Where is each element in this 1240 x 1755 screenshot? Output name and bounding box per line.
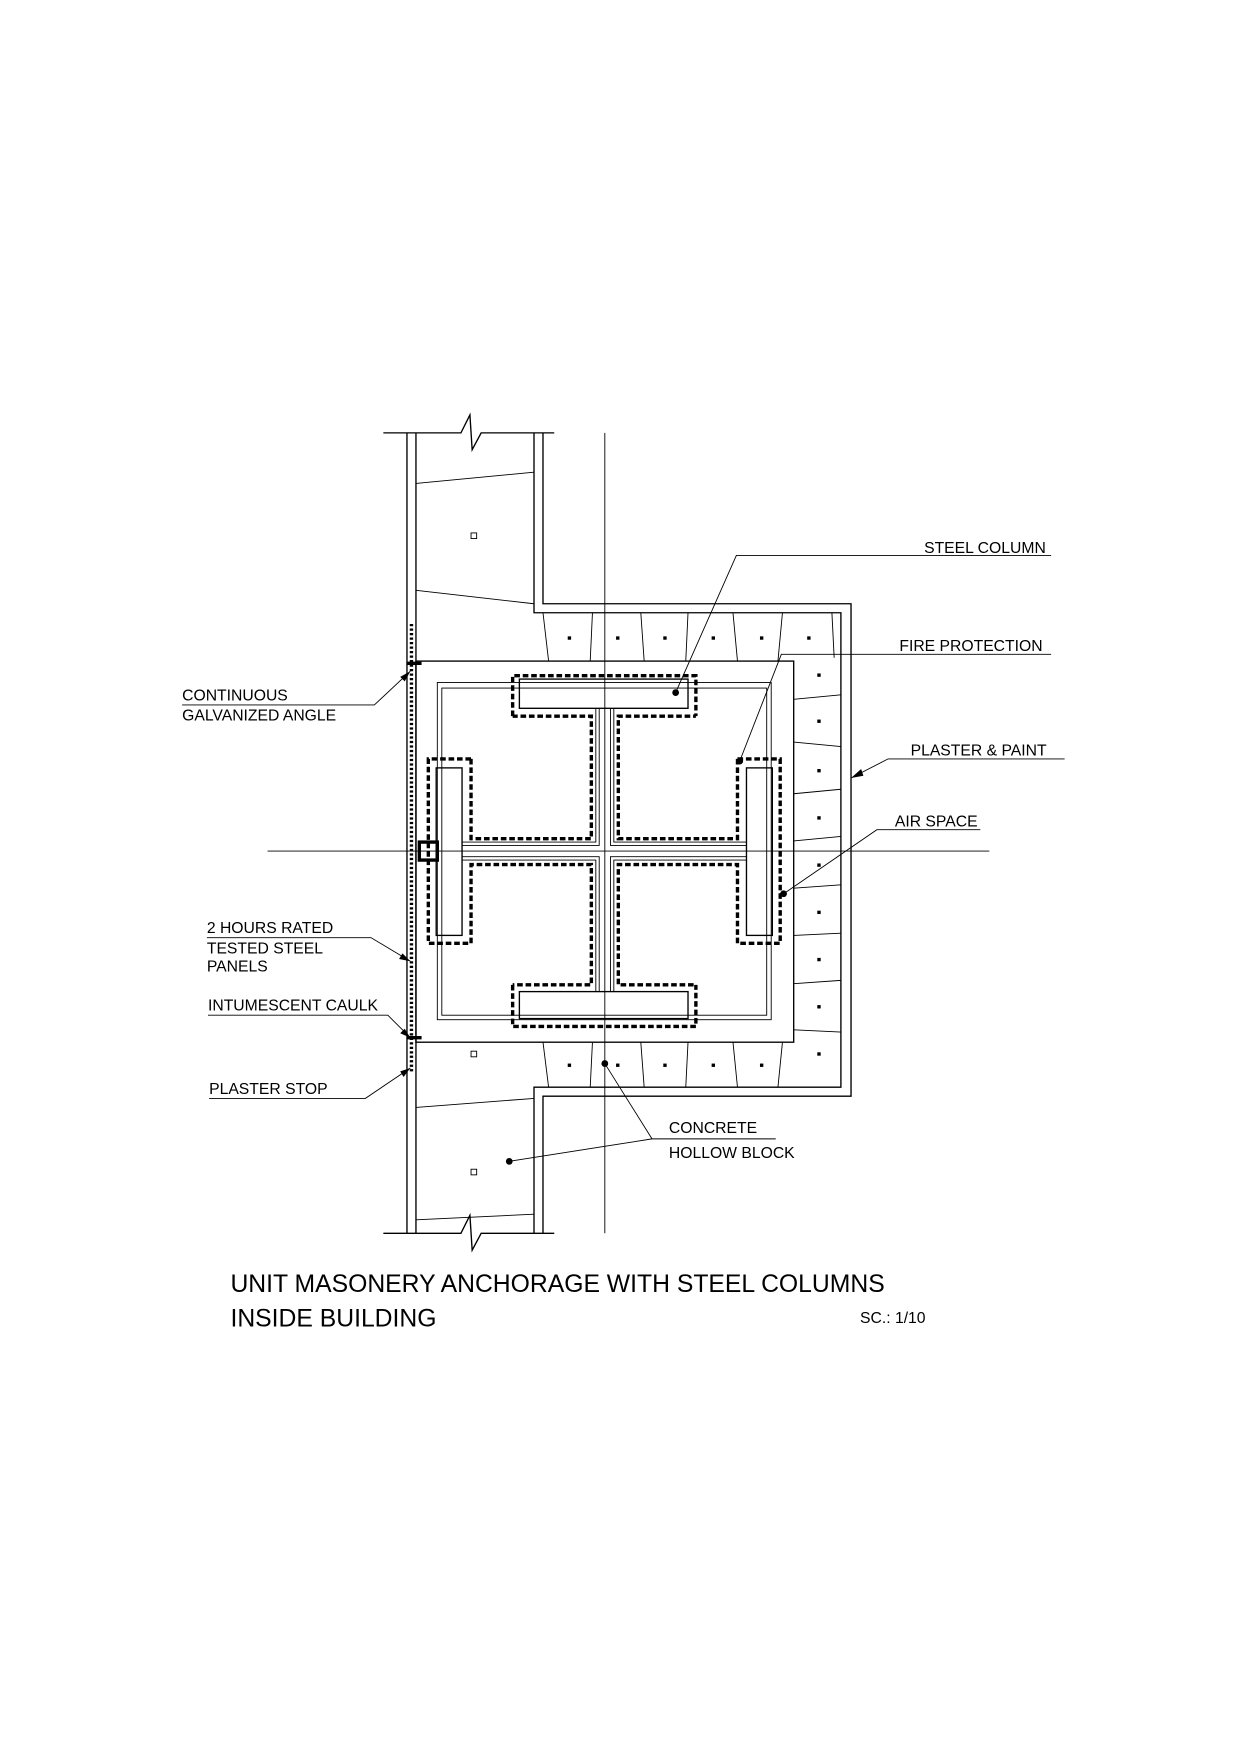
label-plaster-stop: PLASTER STOP: [209, 1081, 328, 1098]
drawing-title: UNIT MASONERY ANCHORAGE WITH STEEL COLUM…: [230, 1271, 884, 1298]
label-intumescent-caulk: INTUMESCENT CAULK: [208, 998, 379, 1015]
label-concrete: CONCRETE: [669, 1120, 757, 1137]
label-fire-protection: FIRE PROTECTION: [899, 638, 1042, 655]
label-hollow-block: HOLLOW BLOCK: [669, 1145, 795, 1162]
label-air-space: AIR SPACE: [895, 813, 978, 830]
leaders: [182, 554, 1065, 1165]
drawing-subtitle: INSIDE BUILDING: [230, 1306, 436, 1333]
masonry-wall: [383, 412, 852, 1253]
label-continuous: CONTINUOUS: [182, 687, 288, 704]
label-steel-column: STEEL COLUMN: [924, 540, 1046, 557]
hollow-blocks: [542, 612, 841, 1088]
label-2-hours-rated: 2 HOURS RATED: [207, 920, 333, 937]
label-tested-steel: TESTED STEEL: [207, 940, 323, 957]
steel-column: [406, 660, 795, 1043]
label-galvanized-angle: GALVANIZED ANGLE: [182, 708, 336, 725]
label-panels: PANELS: [207, 958, 268, 975]
drawing-scale: SC.: 1/10: [860, 1310, 926, 1327]
label-plaster-paint: PLASTER & PAINT: [911, 743, 1047, 760]
